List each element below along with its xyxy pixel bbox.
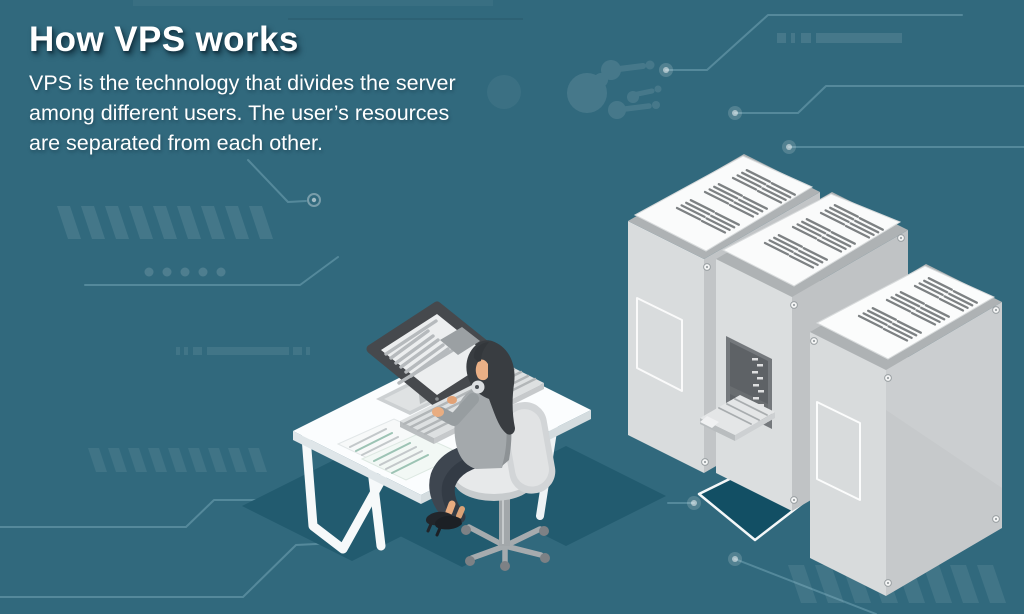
chair-back-pad (507, 409, 549, 487)
person-hand (432, 407, 444, 417)
header: How VPS works VPS is the technology that… (29, 20, 456, 158)
circuit-traces (0, 14, 1024, 614)
molecule-icon (567, 60, 662, 119)
subtitle-line-2: among different users. The user’s resour… (29, 101, 450, 125)
panel-outline (816, 401, 861, 501)
keyboard-tray (700, 395, 775, 441)
person-face (475, 359, 488, 381)
chair-pole (499, 494, 510, 546)
heel-spike-back (435, 526, 442, 537)
top-edge-band (133, 0, 493, 6)
hazard-stripes-top-left (57, 206, 273, 239)
ankle-back (456, 506, 465, 519)
glass-gloss (886, 302, 1002, 488)
heel-spike (426, 522, 433, 533)
dash-bars-mid-left (176, 347, 310, 355)
screen-content-lines (384, 319, 463, 385)
desk-leg-front (367, 465, 386, 551)
top-edge-line (288, 18, 523, 20)
subtitle-line-1: VPS is the technology that divides the s… (29, 71, 456, 95)
hazard-stripes-bottom-left (88, 448, 267, 472)
dots-row (144, 267, 226, 277)
screen-image-block (440, 327, 480, 355)
monitor-logo-dot (435, 397, 439, 401)
server-rack-right (810, 264, 1002, 596)
subtitle-line-3: are separated from each other. (29, 131, 324, 155)
page-subtitle: VPS is the technology that divides the s… (29, 68, 456, 158)
person-hand-left (447, 396, 457, 404)
high-heel-shoe-back (434, 515, 462, 530)
monitor-screen (381, 314, 493, 395)
desk-edge-left (293, 431, 421, 504)
headset-dot (475, 385, 479, 389)
person-working (425, 340, 515, 537)
dash-bars-top-right (777, 33, 902, 43)
office-chair (454, 402, 556, 571)
panel-outline (636, 297, 683, 392)
soft-glow (487, 75, 521, 109)
page-title: How VPS works (29, 20, 299, 59)
hair-fringe (473, 342, 489, 362)
ankle (445, 500, 456, 516)
desk-leg-left (301, 432, 387, 554)
touchpad (700, 416, 719, 428)
person-arm (435, 393, 479, 426)
chair-wheels (461, 525, 550, 571)
